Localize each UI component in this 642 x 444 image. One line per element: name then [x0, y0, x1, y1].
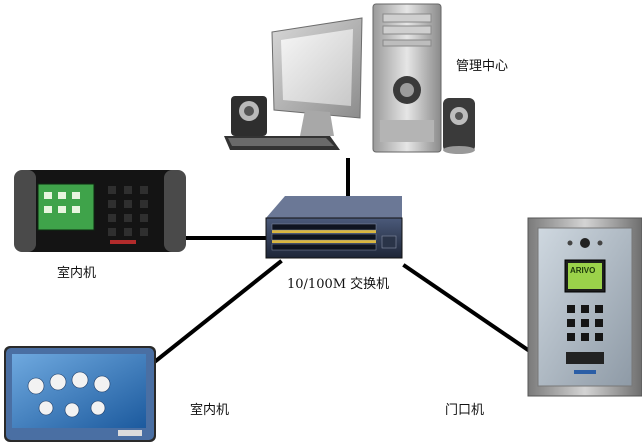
label-door-unit: 门口机: [445, 403, 485, 418]
tablet-monitor-icon: [4, 346, 156, 442]
desktop-computer-icon: [224, 3, 475, 154]
network-switch-icon: [265, 196, 403, 259]
label-indoor-unit-top: 室内机: [57, 266, 97, 281]
link-tablet-switch: [144, 259, 283, 371]
label-indoor-unit-bottom: 室内机: [190, 403, 230, 418]
label-management-center: 管理中心: [456, 59, 509, 74]
connection-lines: [144, 158, 531, 371]
indoor-monitor-icon: [14, 170, 186, 252]
door-panel-icon: [527, 217, 642, 397]
label-network-switch: 10/100M 交换机: [287, 277, 390, 292]
door-panel-screen-text: ARIVO: [570, 266, 596, 275]
link-door-switch: [402, 263, 531, 353]
